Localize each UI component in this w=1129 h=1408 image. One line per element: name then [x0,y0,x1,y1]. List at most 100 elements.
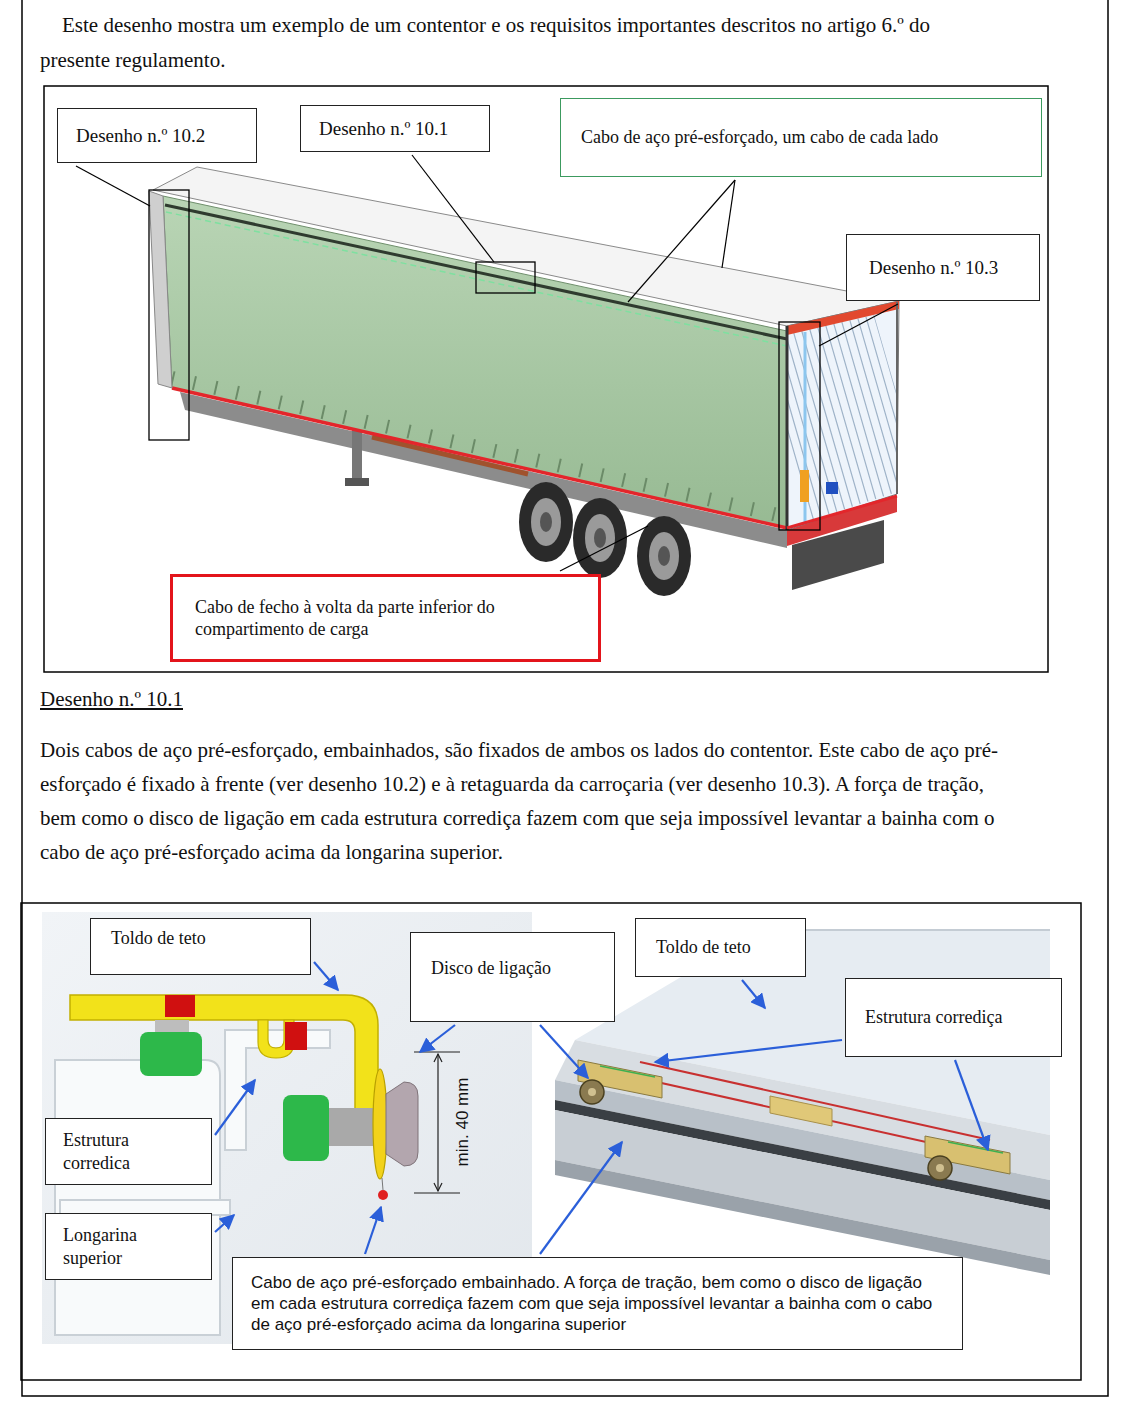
callout-text: Cabo de aço pré-esforçado embainhado. A … [251,1272,950,1336]
dimension-arrow [434,1054,442,1062]
leader-line [76,166,150,206]
callout-text: Desenho n.º 10.1 [319,117,477,141]
closing-cable [172,388,787,528]
slide-trim [600,1066,655,1077]
wheel-rim [531,498,561,546]
drawing-reference-box: Desenho n.º 10.2 [57,108,257,163]
part-callout-box: Disco de ligação [410,932,615,1022]
intro-paragraph: Este desenho mostra um exemplo de um con… [40,8,1002,78]
slide-plate [578,1060,662,1098]
landing-gear-foot [345,478,369,486]
detail-frame [779,322,820,530]
wheel-hub [658,546,670,566]
leader-line [819,304,898,346]
leader-lines [76,155,898,571]
leader-arrow [215,1215,234,1232]
figure-frame [21,903,1081,1380]
body-paragraph: Dois cabos de aço pré-esforçado, embainh… [40,733,1008,869]
disc-flange [386,1082,418,1166]
drawing-reference-box: Desenho n.º 10.3 [846,234,1040,301]
leader-line [412,155,494,262]
rear-doors [787,301,899,530]
closing-cable-callout-box: Cabo de fecho à volta da parte inferior … [170,574,601,662]
leader-arrow [420,1025,455,1052]
leader-line [722,180,735,268]
drawing-reference-box: Desenho n.º 10.1 [300,105,490,152]
part-callout-box: Toldo de teto [635,918,806,977]
rail-profile [55,1060,220,1335]
leader-arrow [655,1040,842,1062]
part-callout-box: Longarina superior [45,1213,212,1280]
tensioned-cable [640,1062,990,1140]
part-callout-box: Estrutura corrediça [845,978,1062,1057]
slide-wheel [580,1080,604,1104]
callout-text: Desenho n.º 10.2 [76,124,244,148]
section-heading: Desenho n.º 10.1 [40,686,183,712]
dimension-label: min. 40 mm [453,1078,473,1167]
roof-fixing [165,995,195,1017]
callout-text: Desenho n.º 10.3 [869,256,1023,280]
part-callout-box: Toldo de teto [90,918,311,975]
leader-arrow [215,1080,255,1135]
callout-text: Cabo de aço pré-esforçado, um cabo de ca… [581,126,1027,149]
rear-post [786,326,789,530]
roller [140,1032,202,1076]
leader-arrow [365,1207,381,1254]
detail-frames [149,190,820,530]
leader-arrow [540,1142,622,1254]
connecting-disc [373,1069,387,1179]
front-post [149,191,172,388]
dimension-line [437,1054,438,1191]
roller [283,1095,329,1161]
wheel [519,482,573,562]
tail-light [800,470,809,502]
callout-text: Disco de ligação [431,957,600,980]
dimension-arrow [434,1183,442,1191]
cable-callout-box: Cabo de aço pré-esforçado, um cabo de ca… [560,98,1042,177]
roller-axle [328,1108,376,1146]
slide-wheel-hub [936,1164,944,1172]
frames [21,0,1108,1396]
sheathed-cable [378,1190,388,1200]
cable-link [382,1178,383,1190]
trailer-body [149,167,899,530]
slide-trim [948,1142,1003,1153]
side-curtain [163,196,787,528]
callout-text: Longarina superior [63,1224,200,1269]
page-frame [22,0,1108,1396]
slide-wheel-hub [588,1088,596,1096]
part-callout-box: Estrutura corredica [45,1118,212,1185]
leader-line [560,526,648,571]
detail-frame [476,262,535,293]
callout-text: Estrutura corredica [63,1129,200,1174]
curtain-straps [172,378,787,517]
leader-arrow [955,1060,988,1150]
leader-line [628,180,735,302]
slide-wheel [928,1156,952,1180]
callout-text: Toldo de teto [656,936,791,959]
leader-arrow [314,962,338,990]
tensioned-cable [165,205,787,339]
callout-text: Cabo de fecho à volta da parte inferior … [195,596,582,641]
roof-fixing [285,1022,307,1050]
roller-axle [155,1020,189,1034]
cable-clamp [770,1096,832,1126]
leader-arrow [742,980,765,1008]
rear-header [787,301,899,335]
dimension-tick [414,1192,460,1193]
wheel-hub [540,512,552,532]
wheel-hub [594,528,606,548]
plate-marker [826,482,838,494]
wheel [573,498,627,578]
slide-plate [925,1136,1010,1174]
rear-post [896,302,898,494]
detail-frame [149,190,189,440]
cable-sheath [166,212,787,346]
figure-frame [44,86,1048,672]
leader-arrow [540,1025,588,1078]
callout-text: Estrutura corrediça [865,1006,1048,1029]
wheel-rim [649,532,679,580]
callout-text: Toldo de teto [111,927,296,950]
